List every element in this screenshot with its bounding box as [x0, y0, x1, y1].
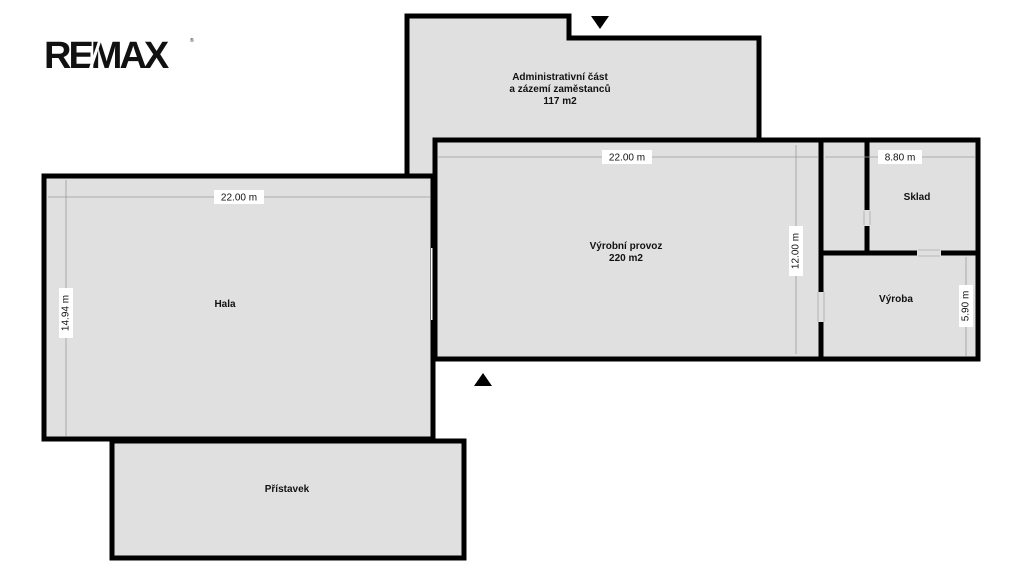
admin-area: 117 m2	[543, 96, 577, 107]
vyroba-depth: 5.90 m	[961, 291, 972, 322]
room-vyrobni-provoz: 22.00 m 12.00 m Výrobní provoz 220 m2	[432, 137, 824, 362]
entrance-arrow-down-icon	[591, 16, 609, 29]
hala-label: Hala	[214, 299, 236, 310]
admin-label-2: a zázemí zaměstanců	[509, 83, 610, 95]
vyrobni-width: 22.00 m	[609, 153, 645, 164]
room-sklad-vyroba: 8.80 m 5.90 m Sklad Výroba	[817, 137, 981, 362]
svg-text:REMAX: REMAX	[44, 35, 170, 77]
room-pristavek: Přístavek	[109, 438, 467, 561]
pristavek-label: Přístavek	[265, 484, 310, 495]
sklad-label: Sklad	[904, 192, 931, 203]
sklad-width: 8.80 m	[885, 153, 916, 164]
hala-depth: 14.94 m	[61, 295, 72, 331]
vyrobni-area: 220 m2	[609, 253, 643, 264]
vyrobni-label: Výrobní provoz	[590, 241, 663, 252]
room-admin: Administrativní část a zázemí zaměstanců…	[404, 13, 762, 179]
vyrobni-depth: 12.00 m	[791, 233, 802, 269]
remax-logo: REMAX ®	[44, 35, 194, 77]
entrance-arrow-up-icon	[474, 373, 492, 386]
vyroba-label: Výroba	[879, 294, 913, 305]
svg-text:®: ®	[190, 37, 194, 44]
room-hala: 22.00 m 14.94 m Hala	[41, 173, 436, 442]
hala-width: 22.00 m	[221, 193, 257, 204]
admin-label-1: Administrativní část	[512, 72, 608, 83]
